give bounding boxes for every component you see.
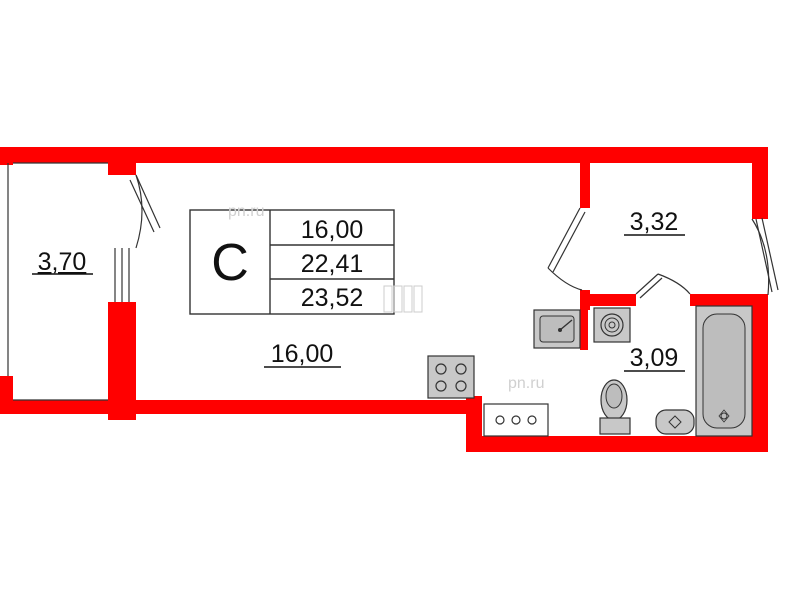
walls (0, 147, 768, 452)
room-labels: 3,70 16,00 3,32 3,09 (32, 208, 685, 372)
room-label-balcony: 3,70 (38, 248, 87, 276)
water-heater (593, 307, 631, 343)
wall-right-bottom (752, 295, 768, 452)
wall-balcony-divider-top (108, 147, 136, 175)
wall-bath-top-right (690, 294, 768, 306)
balcony-door (129, 174, 161, 249)
hallway-door-left (547, 207, 586, 291)
bathtub (695, 305, 753, 437)
wall-bath-left (580, 300, 588, 350)
wall-bottom-right (466, 436, 768, 452)
wall-bath-top-left (580, 294, 636, 306)
kitchen-sink (533, 309, 581, 349)
balcony-frame (7, 162, 130, 401)
bathroom-door (635, 273, 691, 299)
area-living: 16,00 (301, 216, 364, 244)
bathroom-sink (655, 409, 695, 435)
watermark-top: pn.ru (228, 203, 264, 220)
room-label-hallway: 3,32 (630, 208, 679, 236)
area-table: С 16,00 22,41 23,52 (189, 209, 395, 315)
toilet (599, 379, 631, 435)
room-label-bathroom: 3,09 (630, 344, 679, 372)
wall-balcony-left (0, 147, 13, 165)
washing-machine (483, 403, 549, 437)
watermark-logo-icon (383, 285, 423, 313)
stove (427, 355, 475, 399)
apartment-type: С (211, 234, 249, 292)
room-label-living: 16,00 (271, 340, 334, 368)
wall-partition-upper (580, 163, 590, 208)
area-total-with-balcony: 23,52 (301, 284, 364, 312)
wall-bottom-left (0, 400, 482, 414)
watermark-bottom: pn.ru (508, 375, 544, 392)
wall-top (0, 147, 768, 163)
wall-right-top (752, 147, 768, 219)
area-total: 22,41 (301, 250, 364, 278)
hallway-door-right (751, 217, 779, 296)
